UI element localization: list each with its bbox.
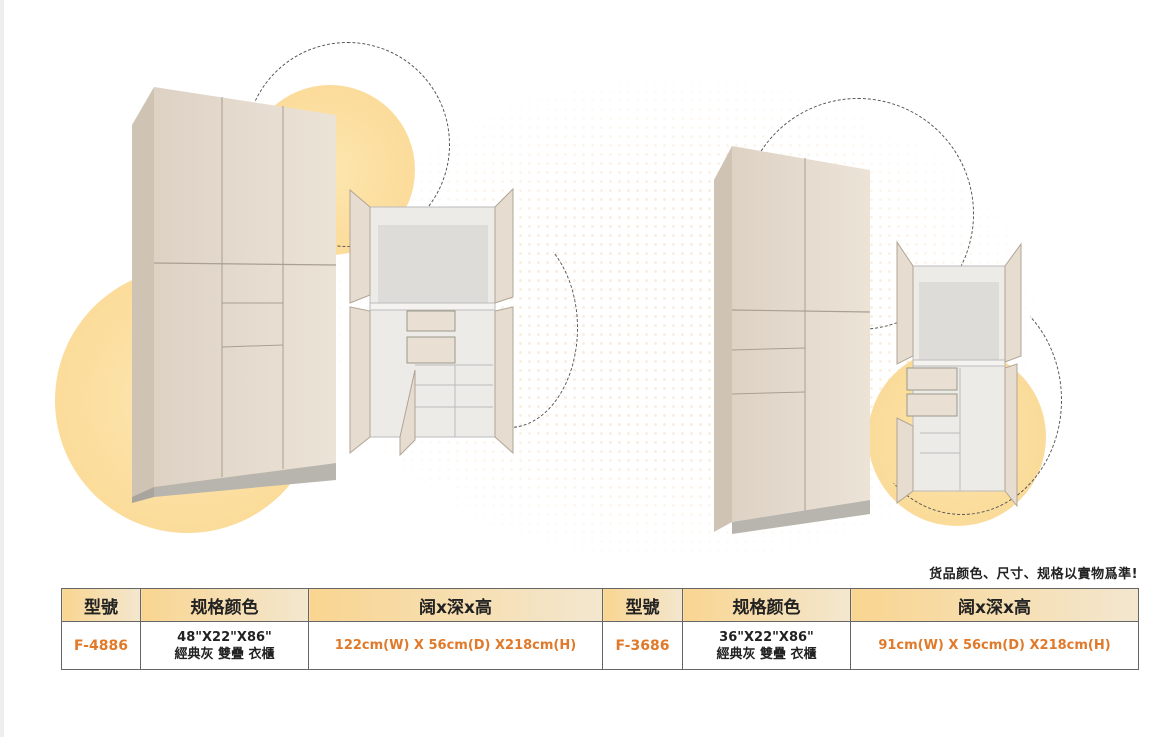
table-row: F-4886 48"X22"X86" 經典灰 雙疊 衣櫃 122cm(W) X … <box>61 621 1139 670</box>
header-model: 型號 <box>602 588 683 622</box>
decor-dashed-ring <box>862 285 1062 515</box>
spec-table: 型號 规格颜色 阔x深x高 型號 规格颜色 阔x深x高 F-4886 48"X2… <box>61 588 1139 670</box>
spec-color-cell: 36"X22"X86" 經典灰 雙疊 衣櫃 <box>682 621 851 670</box>
model-code: F-4886 <box>61 621 141 670</box>
header-spec-color: 规格颜色 <box>140 588 309 622</box>
page-edge <box>0 0 4 737</box>
spec-description: 經典灰 雙疊 衣櫃 <box>174 646 275 662</box>
model-code: F-3686 <box>602 621 683 670</box>
wardrobe-f4886-open-image <box>349 187 514 457</box>
spec-color-cell: 48"X22"X86" 經典灰 雙疊 衣櫃 <box>140 621 309 670</box>
spec-size: 36"X22"X86" <box>719 629 814 645</box>
dimensions-value: 122cm(W) X 56cm(D) X218cm(H) <box>308 621 603 670</box>
header-dimensions: 阔x深x高 <box>850 588 1139 622</box>
wardrobe-f3686-open-image <box>896 240 1022 508</box>
wardrobe-f4886-closed-image <box>132 87 337 503</box>
spec-description: 經典灰 雙疊 衣櫃 <box>716 646 817 662</box>
table-header-row: 型號 规格颜色 阔x深x高 型號 规格颜色 阔x深x高 <box>61 588 1139 622</box>
header-spec-color: 规格颜色 <box>682 588 851 622</box>
header-model: 型號 <box>61 588 141 622</box>
disclaimer-note: 货品颜色、尺寸、规格以實物爲準! <box>929 567 1138 582</box>
wardrobe-f3686-closed-image <box>714 146 871 534</box>
dimensions-value: 91cm(W) X 56cm(D) X218cm(H) <box>850 621 1139 670</box>
spec-size: 48"X22"X86" <box>177 629 272 645</box>
header-dimensions: 阔x深x高 <box>308 588 603 622</box>
